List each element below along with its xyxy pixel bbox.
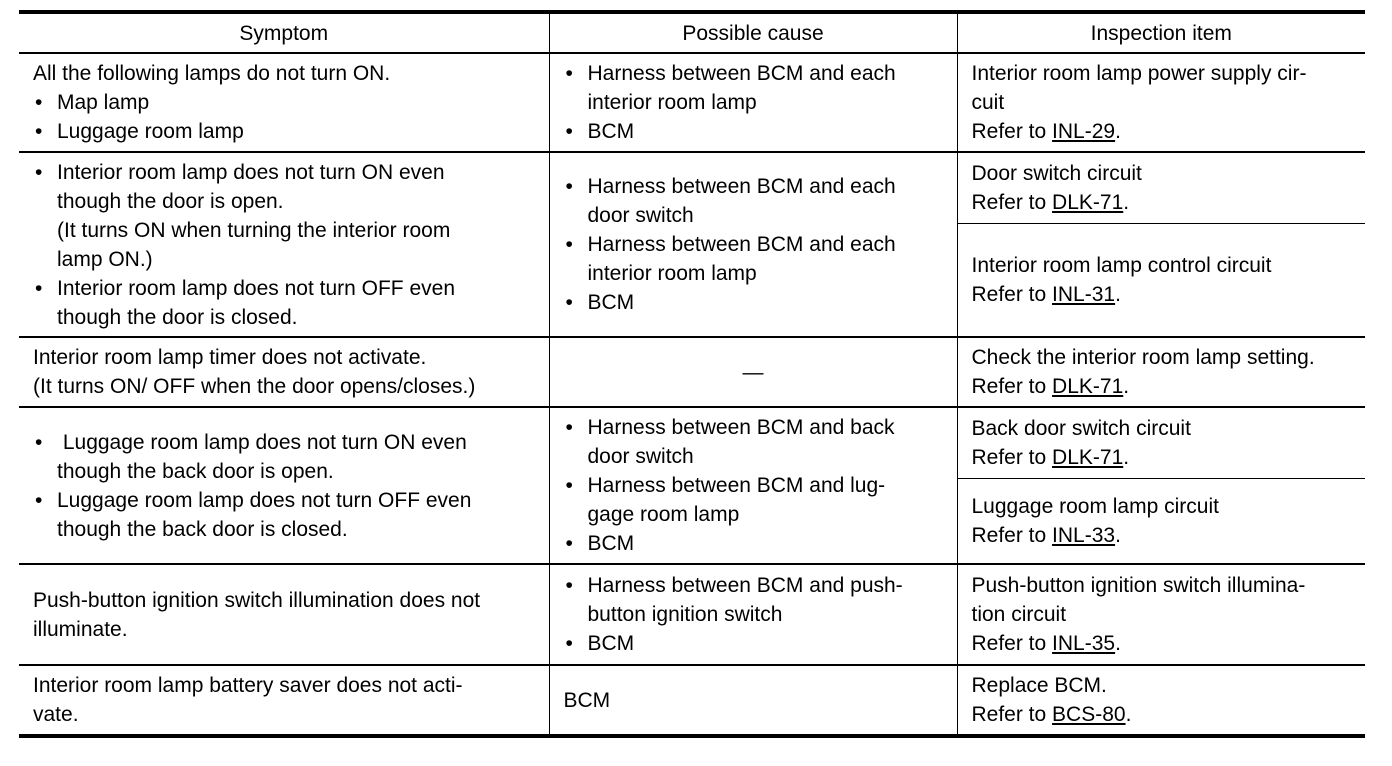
inspection-text: Replace BCM. <box>971 674 1107 697</box>
symptom-item: Luggage room lamp does not turn OFF even… <box>33 486 541 544</box>
inspection-cell: Check the interior room lamp setting. Re… <box>956 336 1365 408</box>
refer-label: Refer to <box>971 703 1053 726</box>
inspection-text: Push-button ignition switch illumina-tio… <box>971 574 1306 626</box>
symptom-cell: Interior room lamp battery saver does no… <box>19 664 550 736</box>
symptom-cell: All the following lamps do not turn ON. … <box>19 52 550 153</box>
table-row: Interior room lamp does not turn ON even… <box>19 151 1365 338</box>
symptom-text: Push-button ignition switch illumination… <box>33 588 481 641</box>
cause-item: BCM <box>564 288 949 317</box>
header-inspection-item: Inspection item <box>956 11 1365 54</box>
refer-line: Refer to DLK-71. <box>971 375 1130 398</box>
table-row: Luggage room lamp circuit Refer to INL-3… <box>19 478 1365 565</box>
symptom-list: Map lamp Luggage room lamp <box>33 88 541 146</box>
symptom-item: Map lamp <box>33 88 541 117</box>
inspection-cell: Back door switch circuit Refer to DLK-71… <box>956 406 1365 479</box>
header-possible-cause: Possible cause <box>548 11 958 54</box>
symptom-item: Luggage room lamp <box>33 117 541 146</box>
symptom-item: Luggage room lamp does not turn ON event… <box>33 428 541 486</box>
reference-link[interactable]: INL-29 <box>1052 120 1116 143</box>
refer-label: Refer to <box>971 524 1053 547</box>
symptom-cell: Interior room lamp does not turn ON even… <box>19 151 550 338</box>
cause-cell: — <box>548 336 958 408</box>
cause-cell: Harness between BCM and push-button igni… <box>548 563 958 666</box>
symptom-cell: Interior room lamp timer does not activa… <box>19 336 550 408</box>
symptom-text: (It turns ON/ OFF when the door opens/cl… <box>33 375 476 398</box>
reference-link[interactable]: INL-31 <box>1052 283 1116 306</box>
table-row: All the following lamps do not turn ON. … <box>19 52 1365 153</box>
cause-item: BCM <box>564 629 949 658</box>
symptom-text: Interior room lamp battery saver does no… <box>33 674 463 726</box>
inspection-text: Interior room lamp power supply cir-cuit <box>971 62 1307 114</box>
inspection-cell: Push-button ignition switch illumina-tio… <box>956 563 1365 666</box>
refer-line: Refer to INL-31. <box>971 283 1121 306</box>
refer-line: Refer to BCS-80. <box>971 703 1132 726</box>
refer-label: Refer to <box>971 120 1053 143</box>
inspection-text: Luggage room lamp circuit <box>971 495 1219 518</box>
inspection-text: Door switch circuit <box>971 162 1142 185</box>
diagnosis-table: Symptom Possible cause Inspection item A… <box>19 10 1365 738</box>
header-row: Symptom Possible cause Inspection item <box>19 11 1365 54</box>
inspection-cell: Interior room lamp power supply cir-cuit… <box>956 52 1365 153</box>
cause-list: Harness between BCM and push-button igni… <box>564 571 949 658</box>
refer-line: Refer to INL-33. <box>971 524 1121 547</box>
refer-line: Refer to INL-29. <box>971 120 1121 143</box>
symptom-cell: Push-button ignition switch illumination… <box>19 563 550 666</box>
table-row: Interior room lamp control circuit Refer… <box>19 223 1365 338</box>
refer-label: Refer to <box>971 632 1053 655</box>
cause-item: Harness between BCM and lug-gage room la… <box>564 471 949 529</box>
symptom-list: Interior room lamp does not turn ON even… <box>33 158 541 332</box>
symptom-cell: Luggage room lamp does not turn ON event… <box>19 406 550 565</box>
cause-item: BCM <box>564 529 949 558</box>
refer-label: Refer to <box>971 446 1053 469</box>
reference-link[interactable]: INL-33 <box>1052 524 1116 547</box>
inspection-text: Back door switch circuit <box>971 417 1191 440</box>
reference-link[interactable]: BCS-80 <box>1052 703 1126 726</box>
inspection-text: Interior room lamp control circuit <box>971 254 1272 277</box>
table-row: Luggage room lamp does not turn ON event… <box>19 406 1365 565</box>
cause-cell: BCM <box>548 664 958 736</box>
reference-link[interactable]: DLK-71 <box>1052 446 1124 469</box>
symptom-item: Interior room lamp does not turn ON even… <box>33 158 541 274</box>
inspection-cell: Interior room lamp control circuit Refer… <box>957 223 1365 338</box>
symptom-text: Interior room lamp timer does not activa… <box>33 346 427 369</box>
inspection-cell: Luggage room lamp circuit Refer to INL-3… <box>957 478 1365 565</box>
table-row: Push-button ignition switch illumination… <box>19 563 1365 666</box>
refer-label: Refer to <box>971 283 1053 306</box>
reference-link[interactable]: INL-35 <box>1052 632 1116 655</box>
inspection-cell: Door switch circuit Refer to DLK-71. <box>956 151 1365 224</box>
reference-link[interactable]: DLK-71 <box>1052 375 1124 398</box>
refer-label: Refer to <box>971 191 1053 214</box>
refer-line: Refer to INL-35. <box>971 632 1121 655</box>
refer-label: Refer to <box>971 375 1053 398</box>
reference-link[interactable]: DLK-71 <box>1052 191 1124 214</box>
inspection-text: Check the interior room lamp setting. <box>971 346 1315 369</box>
symptom-text: All the following lamps do not turn ON. <box>33 62 391 85</box>
symptom-item: Interior room lamp does not turn OFF eve… <box>33 274 541 332</box>
table-row: Interior room lamp timer does not activa… <box>19 336 1365 408</box>
inspection-cell: Replace BCM. Refer to BCS-80. <box>956 664 1365 736</box>
header-symptom: Symptom <box>19 11 550 54</box>
cause-item: BCM <box>564 117 949 146</box>
refer-line: Refer to DLK-71. <box>971 446 1130 469</box>
cause-item: Harness between BCM and push-button igni… <box>564 571 949 629</box>
symptom-list: Luggage room lamp does not turn ON event… <box>33 428 541 544</box>
table-row: Interior room lamp battery saver does no… <box>19 664 1365 736</box>
refer-line: Refer to DLK-71. <box>971 191 1130 214</box>
